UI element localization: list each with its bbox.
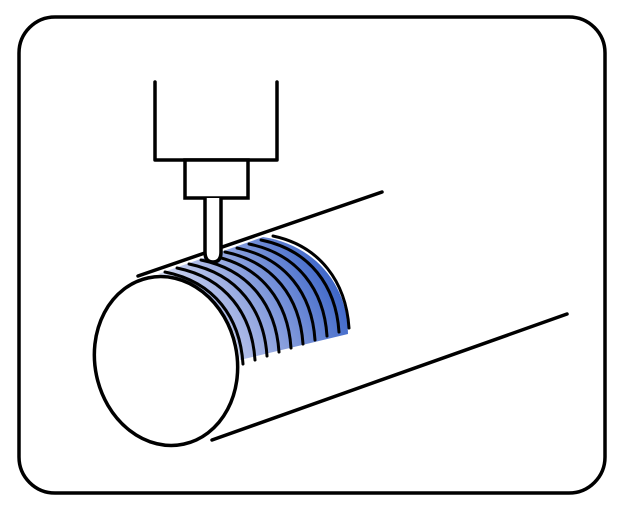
cylinder-top-edge — [136, 190, 384, 278]
groove-line — [163, 270, 245, 366]
groove-line — [211, 254, 293, 350]
groove-line — [175, 266, 257, 362]
cylinder-end-face — [92, 274, 240, 448]
spindle-head — [153, 80, 279, 162]
machined-grooves — [163, 234, 351, 366]
groove-line — [259, 238, 341, 334]
cylinder-bottom-edge — [210, 312, 569, 442]
groove-line — [247, 242, 329, 338]
tool-holder — [183, 158, 250, 200]
groove-line — [187, 262, 269, 358]
groove-line — [223, 250, 305, 346]
cutting-tool — [203, 198, 223, 264]
groove-line — [271, 234, 351, 330]
groove-line — [199, 258, 281, 354]
groove-line — [235, 246, 317, 342]
